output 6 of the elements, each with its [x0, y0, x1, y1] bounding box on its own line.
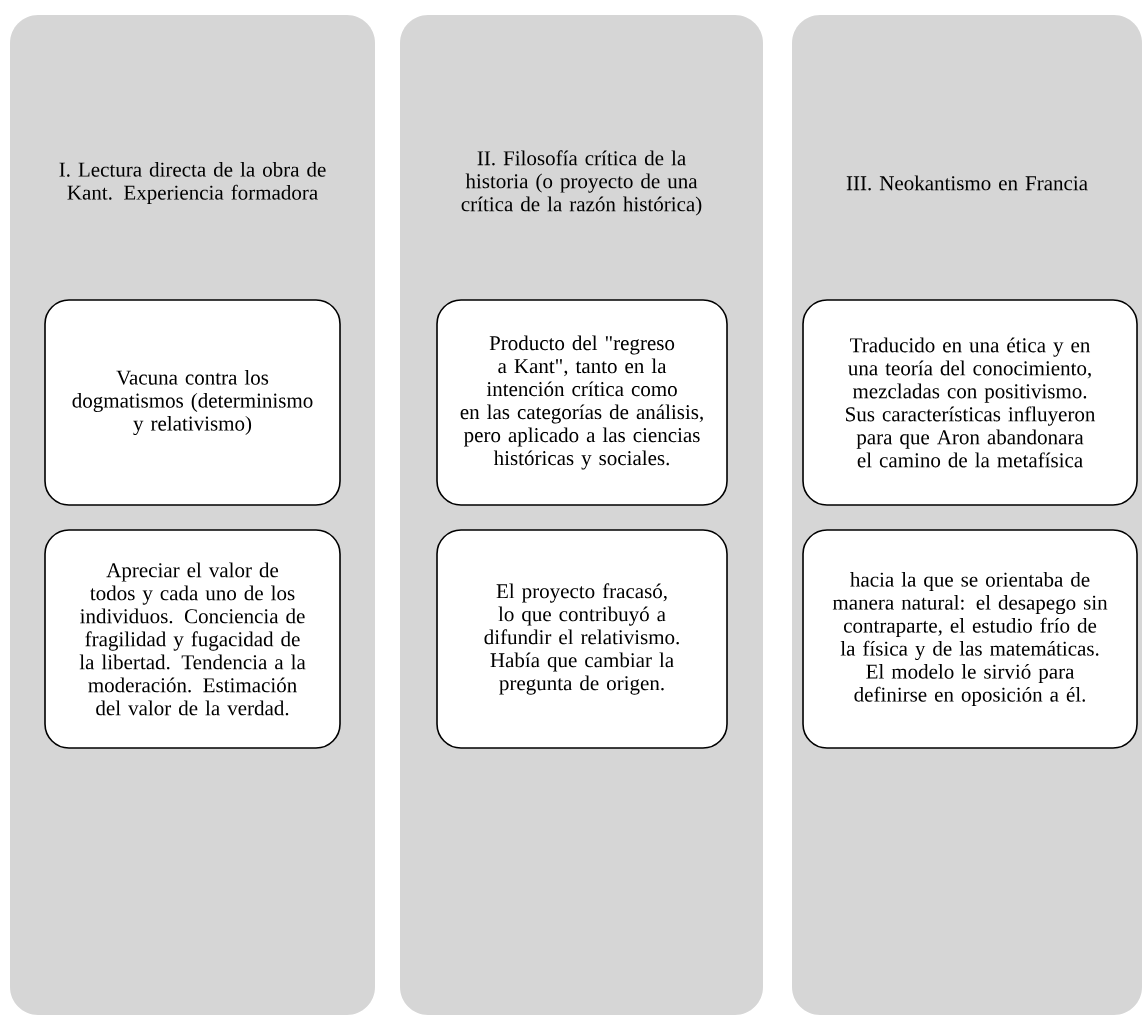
text-box: Traducido en una ética y en una teoría del conocimiento, mezcladas con positivismo. Sus características influyeron para que Aron abandonara el camino de la metafísica	[802, 299, 1138, 506]
text-box: Apreciar el valor de todos y cada uno de los individuos. Conciencia de fragilidad y fugacidad de la libertad. Tendencia a la moderación. Estimación del valor de la verdad.	[44, 529, 341, 749]
text-box: Vacuna contra los dogmatismos (determinismo y relativismo)	[44, 299, 341, 506]
text-box: El proyecto fracasó, lo que contribuyó a difundir el relativismo. Había que cambiar la pregunta de origen.	[436, 529, 728, 749]
text-box: Producto del "regreso a Kant", tanto en la intención crítica como en las categorías de análisis, pero aplicado a las ciencias históricas y sociales.	[436, 299, 728, 506]
text-box: hacia la que se orientaba de manera natural: el desapego sin contraparte, el estudio frío de la física y de las matemáticas. El modelo le sirvió para definirse en oposición a él.	[802, 529, 1138, 749]
